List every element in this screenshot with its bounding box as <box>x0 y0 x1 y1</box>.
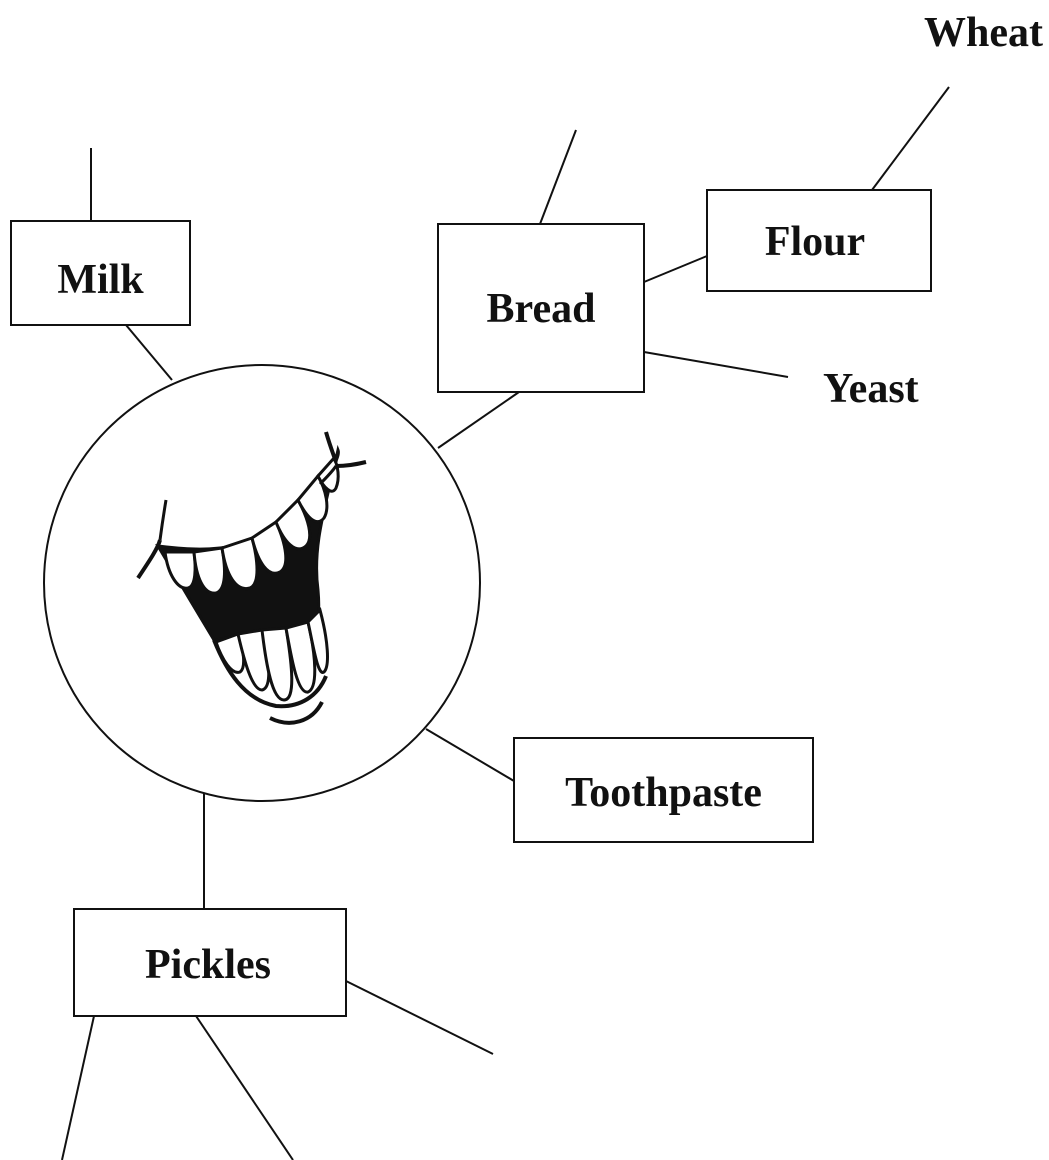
toothpaste-hub-line <box>426 729 514 781</box>
pickles-open-line-right <box>346 981 493 1054</box>
node-pickles: Pickles <box>74 909 346 1016</box>
bread-flour-line <box>644 256 707 282</box>
bread-hub-line <box>438 392 519 448</box>
milk-hub-line <box>126 325 172 380</box>
node-milk: Milk <box>11 221 190 325</box>
yeast-label: Yeast <box>823 366 919 412</box>
node-flour: Flour <box>707 190 931 291</box>
pickles-open-line-middle <box>196 1016 293 1160</box>
pickles-open-line-left <box>62 1016 94 1160</box>
flour-label: Flour <box>765 219 865 265</box>
bread-yeast-line <box>644 352 788 377</box>
node-toothpaste: Toothpaste <box>514 738 813 842</box>
milk-label: Milk <box>57 257 144 303</box>
wheat-label: Wheat <box>924 10 1043 56</box>
hub <box>44 365 480 801</box>
bread-open-line <box>540 130 576 224</box>
pickles-label: Pickles <box>145 942 271 988</box>
bread-label: Bread <box>487 286 596 332</box>
flour-wheat-line <box>872 87 949 190</box>
node-bread: Bread <box>438 224 644 392</box>
toothpaste-label: Toothpaste <box>565 770 762 816</box>
